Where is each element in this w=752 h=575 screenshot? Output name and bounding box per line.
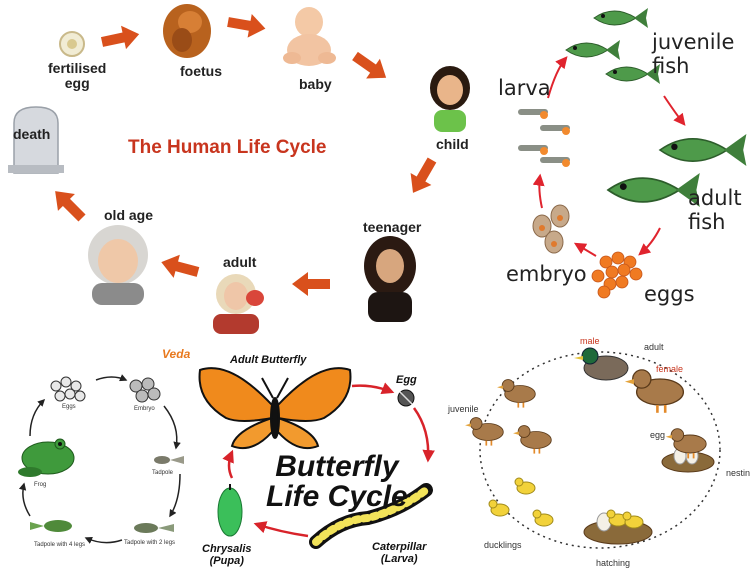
arrow-baby-to-child [348, 46, 393, 87]
label-egg-duck: egg [650, 430, 665, 440]
arrow-juvenile-to-adult [664, 96, 684, 124]
label-juvenile-fish: juvenile fish [652, 30, 734, 78]
adult-fish-2 [608, 173, 700, 207]
label-caterpillar: Caterpillar (Larva) [372, 541, 426, 565]
arrow-teenager-to-adult [292, 272, 330, 296]
arrow-adult-to-egg [352, 386, 392, 392]
label-frog-embryo: Embryo [134, 406, 155, 412]
label-tadpole-four-legs: Tadpole with 4 legs [34, 542, 85, 548]
arrow-frog-eggs-to-embryo [96, 377, 126, 380]
frog-eggs-image [51, 377, 85, 401]
adult-butterfly-image [200, 368, 351, 448]
arrow-child-to-teenager [403, 154, 443, 199]
butterfly-egg-image [398, 390, 414, 406]
arrow-two-legs-to-four-legs [86, 538, 122, 543]
butterfly-cycle-title: Butterfly Life Cycle [266, 452, 408, 512]
arrow-four-legs-to-frog [23, 484, 30, 516]
juvenile-duck-1 [497, 380, 535, 408]
tadpole-four-legs-image [30, 520, 72, 532]
larva-2 [540, 125, 570, 135]
label-nesting: nestin [726, 468, 750, 478]
label-adult-duck: adult [644, 342, 664, 352]
label-eggs: eggs [644, 282, 695, 306]
duckling-2 [489, 500, 509, 516]
fish-eggs-cluster [592, 252, 642, 298]
label-frog-eggs: Eggs [62, 404, 76, 410]
juvenile-duck-3 [513, 426, 551, 454]
arrow-foetus-to-baby [226, 10, 268, 40]
label-adult-butterfly: Adult Butterfly [230, 354, 306, 366]
publisher-logo: Veda [162, 347, 190, 361]
arrow-old-age-to-death [47, 183, 91, 227]
egg-nest-image [662, 429, 714, 472]
label-ducklings: ducklings [484, 540, 522, 550]
label-larva: larva [498, 76, 551, 100]
label-hatching: hatching [596, 558, 630, 568]
arrow-egg-to-caterpillar [414, 408, 428, 460]
arrow-eggs-to-embryo [576, 244, 596, 256]
arrow-caterpillar-to-chrysalis [256, 524, 308, 536]
larva-3 [518, 145, 548, 155]
arrow-adult-to-old-age [158, 251, 201, 284]
larva-4 [540, 157, 570, 167]
arrow-embryo-to-larva [539, 176, 542, 208]
label-adult-fish: adult fish [688, 186, 742, 234]
label-female: female [656, 364, 683, 374]
duckling-3 [533, 510, 553, 526]
juvenile-duck-2 [465, 418, 503, 446]
arrow-embryo-to-tadpole [164, 406, 177, 448]
arrow-tadpole-to-two-legs [170, 474, 180, 516]
tadpole-image [154, 456, 184, 464]
label-tadpole: Tadpole [152, 470, 173, 476]
label-juvenile-duck: juvenile [448, 404, 479, 414]
arrow-frog-to-eggs [30, 400, 44, 436]
label-embryo: embryo [506, 262, 587, 286]
label-butterfly-egg: Egg [396, 374, 417, 386]
arrow-egg-to-foetus [100, 22, 142, 53]
juvenile-fish-2 [566, 40, 620, 60]
label-tadpole-two-legs: Tadpole with 2 legs [124, 540, 175, 546]
larva-1 [518, 109, 548, 119]
arrow-chrysalis-to-adult [229, 452, 232, 478]
label-male: male [580, 336, 600, 346]
arrow-larva-to-juvenile [548, 58, 566, 98]
adult-fish-1 [660, 134, 746, 166]
hatching-nest-image [584, 510, 652, 544]
chrysalis-image [218, 484, 242, 536]
frog-image [18, 439, 74, 477]
arrow-adult-to-eggs [640, 228, 660, 254]
duck-cycle-graphics [450, 330, 752, 575]
duckling-1 [515, 478, 535, 494]
frog-embryo-image [130, 378, 160, 402]
tadpole-two-legs-image [134, 523, 174, 533]
label-frog: Frog [34, 482, 46, 488]
label-chrysalis: Chrysalis (Pupa) [202, 543, 252, 567]
female-duck-image [625, 370, 684, 413]
juvenile-fish-1 [594, 8, 648, 28]
embryo-cluster [533, 205, 569, 253]
